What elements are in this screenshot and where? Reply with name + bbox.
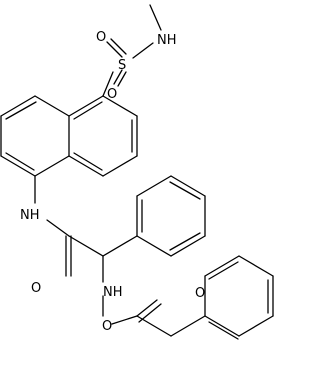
sulfonyl-o-bottom-label: O	[107, 87, 117, 102]
amide-o-label: O	[31, 281, 41, 296]
hydroxylamine-nh-label: NH	[103, 285, 123, 300]
bond-lines	[0, 4, 274, 340]
methylamine-nh-label: NH	[157, 33, 177, 48]
sulfonyl-s-label: S	[118, 58, 126, 73]
amide-nh-label: NH	[20, 208, 40, 223]
ester-o-double-label: O	[195, 286, 205, 301]
sulfonyl-o-top-label: O	[96, 30, 106, 45]
ester-o-single-label: O	[102, 319, 112, 334]
atom-labels: NH S O O NH O NH O O	[20, 30, 205, 334]
